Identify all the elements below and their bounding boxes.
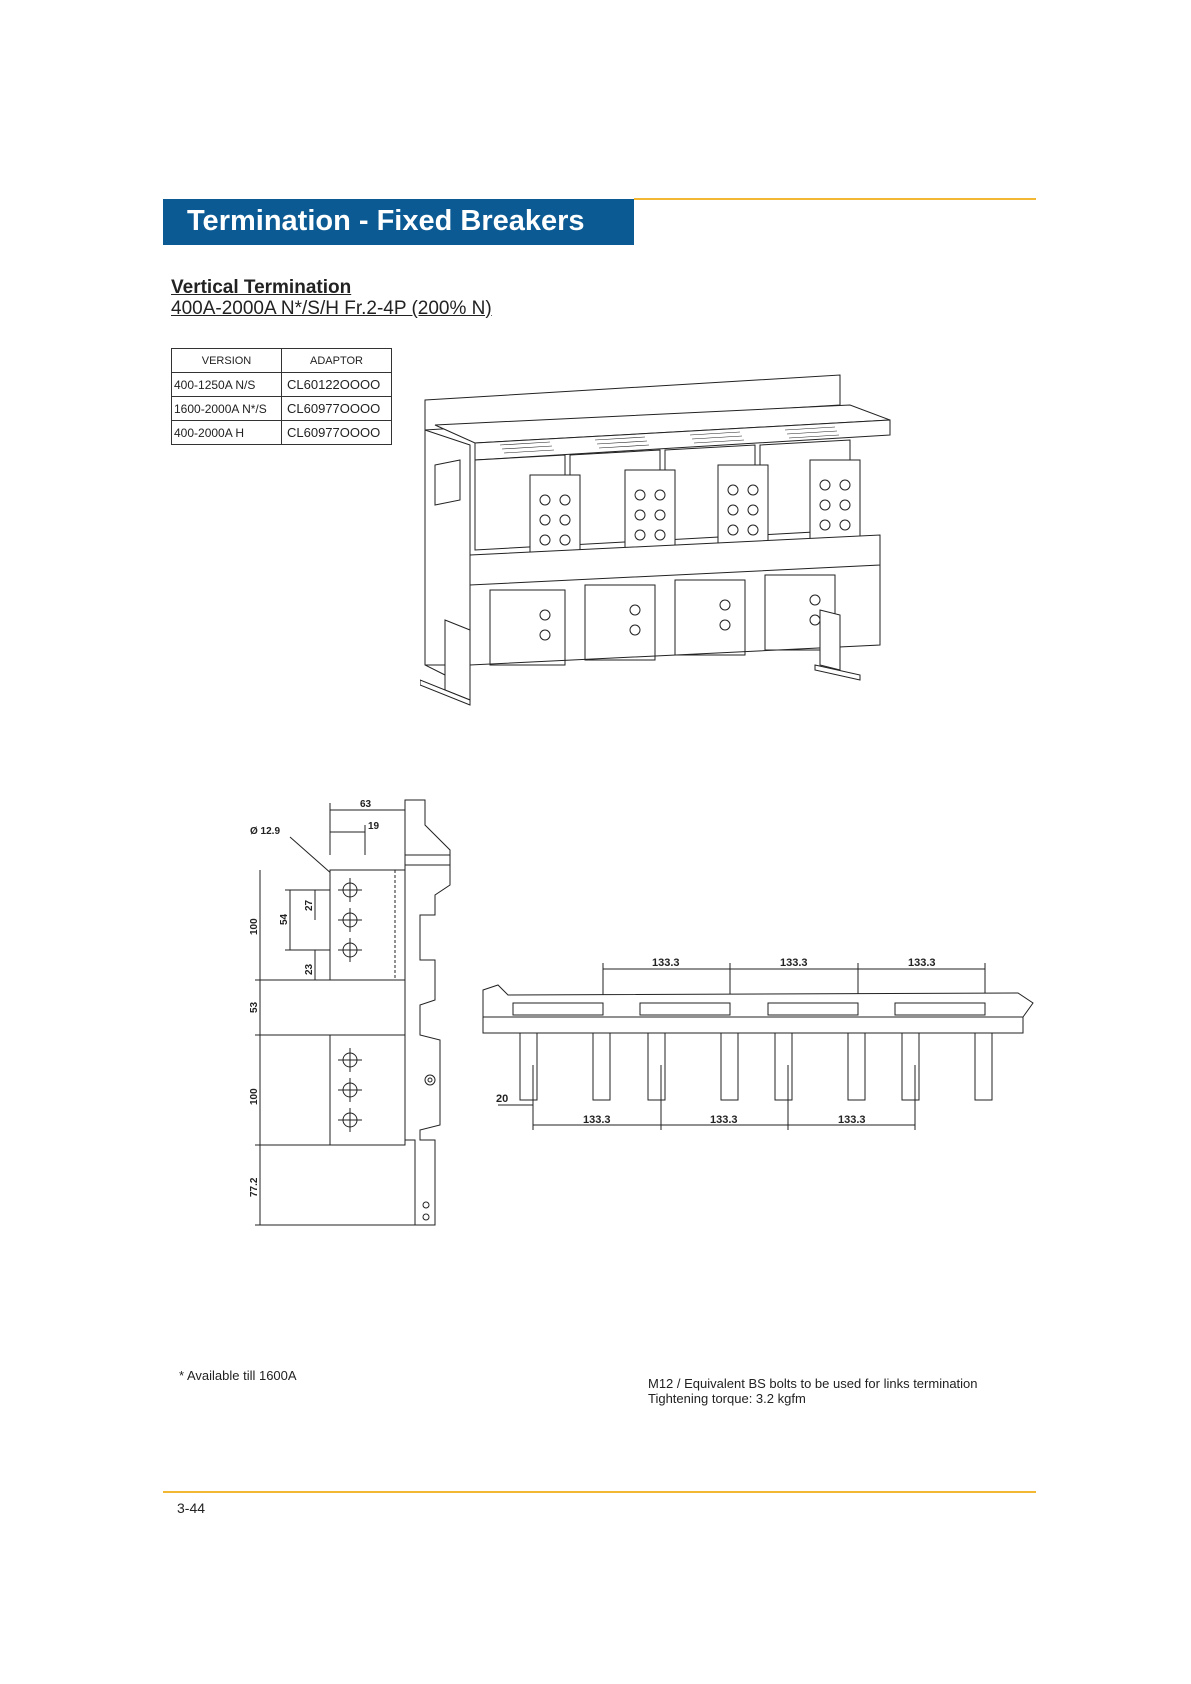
table-cell: CL60977OOOO <box>281 420 392 445</box>
dim-top-pitch-2: 133.3 <box>780 957 808 969</box>
dim-100-bottom: 100 <box>249 1088 260 1105</box>
version-table: VERSION ADAPTOR 400-1250A N/S CL60122OOO… <box>171 348 392 445</box>
column-header-version: VERSION <box>171 348 282 373</box>
section-subheading: 400A-2000A N*/S/H Fr.2-4P (200% N) <box>171 298 492 319</box>
table-cell: 1600-2000A N*/S <box>171 396 282 421</box>
dim-53: 53 <box>249 1001 260 1013</box>
dim-bottom-pitch-3: 133.3 <box>838 1114 866 1126</box>
column-header-adaptor: ADAPTOR <box>281 348 392 373</box>
dim-27: 27 <box>304 899 315 911</box>
footer-rule <box>163 1491 1036 1493</box>
table-row: 400-1250A N/S CL60122OOOO <box>171 372 392 397</box>
dim-100-top: 100 <box>249 918 260 935</box>
front-view-dimension-drawing: 133.3 133.3 133.3 20 133.3 133.3 133.3 <box>482 957 1034 1130</box>
section-heading: Vertical Termination <box>171 277 352 298</box>
breaker-isometric-drawing <box>420 374 891 706</box>
table-cell: 400-2000A H <box>171 420 282 445</box>
bolt-note-line-1: M12 / Equivalent BS bolts to be used for… <box>648 1376 978 1391</box>
table-cell: 400-1250A N/S <box>171 372 282 397</box>
bolt-note-line-2: Tightening torque: 3.2 kgfm <box>648 1391 806 1406</box>
table-row: 1600-2000A N*/S CL60977OOOO <box>171 396 392 421</box>
dim-63: 63 <box>360 799 372 810</box>
dim-bottom-pitch-1: 133.3 <box>583 1114 611 1126</box>
footnote: * Available till 1600A <box>179 1368 297 1383</box>
dim-77-2: 77.2 <box>249 1177 260 1197</box>
dim-19: 19 <box>368 821 380 832</box>
dim-bottom-pitch-2: 133.3 <box>710 1114 738 1126</box>
table-header-row: VERSION ADAPTOR <box>171 348 392 373</box>
table-row: 400-2000A H CL60977OOOO <box>171 420 392 445</box>
page-title: Termination - Fixed Breakers <box>187 205 585 237</box>
bolt-note: M12 / Equivalent BS bolts to be used for… <box>648 1376 978 1406</box>
table-cell: CL60977OOOO <box>281 396 392 421</box>
page-number: 3-44 <box>177 1500 206 1516</box>
dim-offset-20: 20 <box>496 1093 508 1105</box>
dim-54: 54 <box>279 913 290 925</box>
title-banner: Termination - Fixed Breakers <box>163 199 634 245</box>
dim-top-pitch-1: 133.3 <box>652 957 680 969</box>
dim-23: 23 <box>304 963 315 975</box>
table-cell: CL60122OOOO <box>281 372 392 397</box>
header-rule <box>634 198 1036 200</box>
dim-top-pitch-3: 133.3 <box>908 957 936 969</box>
dim-hole-diameter: Ø 12.9 <box>250 826 280 837</box>
side-view-dimension-drawing: 63 19 Ø 12.9 100 54 27 23 53 100 77.2 <box>249 799 451 1226</box>
